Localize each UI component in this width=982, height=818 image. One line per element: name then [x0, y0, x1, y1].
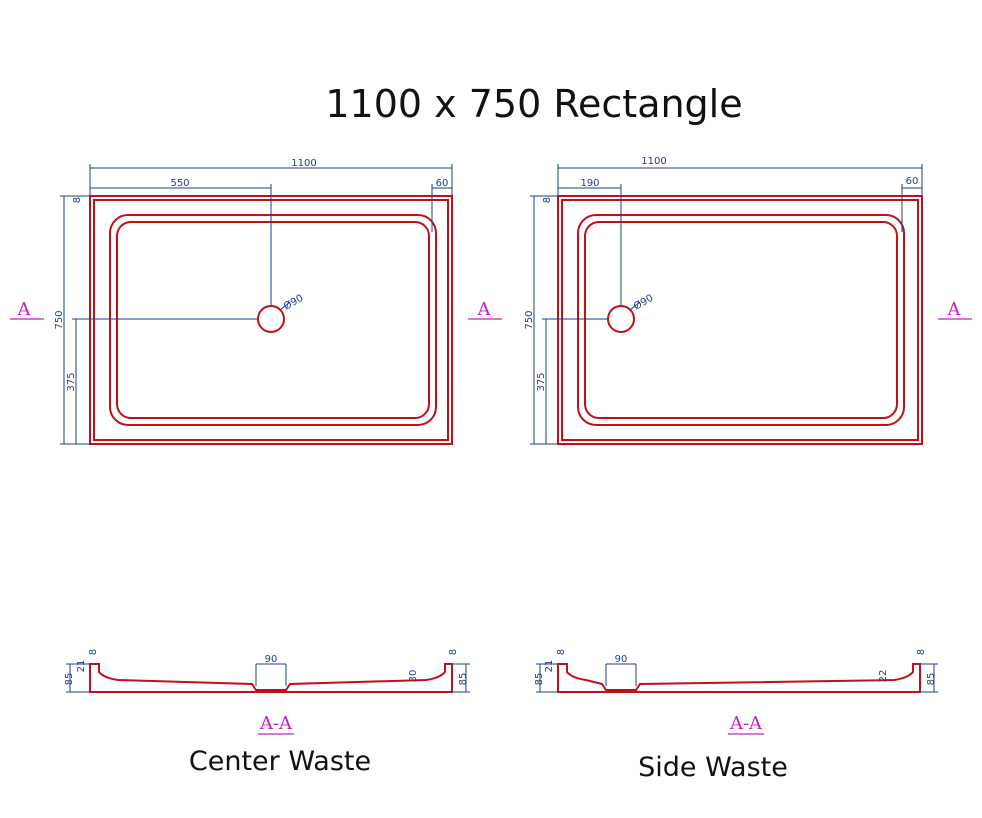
- caption-center-waste: Center Waste: [188, 746, 372, 777]
- dim-top-left: 8: [556, 649, 567, 655]
- dim-top-right: 8: [448, 649, 459, 655]
- dim-small-left: 21: [544, 660, 555, 673]
- dim-side-offset: 190: [580, 178, 599, 189]
- section-label-side: A-A: [729, 713, 763, 734]
- tray-outer-inner-edge: [561, 199, 919, 441]
- dim-height-right: 85: [926, 673, 937, 686]
- dim-lip: 22: [878, 670, 889, 683]
- dim-small-left: 21: [76, 660, 87, 673]
- dim-waste-dia: Ø90: [632, 292, 656, 313]
- dim-length: 1100: [291, 158, 316, 169]
- tray-profile: [89, 663, 453, 693]
- section-label-center: A-A: [259, 713, 293, 734]
- tray-basin-inner: [116, 221, 430, 419]
- dim-height-left: 85: [64, 673, 75, 686]
- section-side-waste: 90 85 21 8 85 22 8 A-A: [534, 649, 938, 735]
- dim-half-width: 375: [66, 372, 77, 391]
- dim-center-offset: 550: [170, 178, 189, 189]
- dim-waste-dia: Ø90: [282, 292, 306, 313]
- dim-top-right: 8: [916, 649, 927, 655]
- dim-waste-width: 90: [265, 654, 278, 665]
- dim-width: 750: [54, 310, 65, 329]
- dim-waste-width: 90: [615, 654, 628, 665]
- tray-profile: [557, 663, 921, 693]
- dim-width: 750: [524, 310, 535, 329]
- section-marker-mid: A: [477, 299, 492, 320]
- tray-basin-outer: [109, 214, 437, 426]
- section-marker-right: A: [947, 299, 962, 320]
- dim-rim: 60: [436, 178, 449, 189]
- drawing-title: 1100 x 750 Rectangle: [325, 82, 743, 126]
- dim-length: 1100: [641, 156, 666, 167]
- caption-side-waste: Side Waste: [638, 752, 788, 783]
- dim-top-left: 8: [88, 649, 99, 655]
- dim-top-small: 8: [72, 197, 83, 203]
- tray-basin-inner: [584, 221, 898, 419]
- plan-center-waste: 1100 550 60 750 375 8 Ø90 A A: [10, 158, 502, 445]
- dim-half-width: 375: [536, 372, 547, 391]
- dim-lip: 30: [408, 670, 419, 683]
- tray-outer-edge: [557, 195, 923, 445]
- section-marker-left: A: [17, 299, 32, 320]
- plan-side-waste: 1100 190 60 750 375 8 Ø90 A: [524, 156, 972, 445]
- dim-top-small: 8: [542, 197, 553, 203]
- dim-rim: 60: [906, 176, 919, 187]
- dim-height-left: 85: [534, 673, 545, 686]
- tray-basin-outer: [577, 214, 905, 426]
- dim-height-right: 85: [458, 673, 469, 686]
- section-center-waste: 90 85 21 8 85 30 8 A-A: [64, 649, 470, 735]
